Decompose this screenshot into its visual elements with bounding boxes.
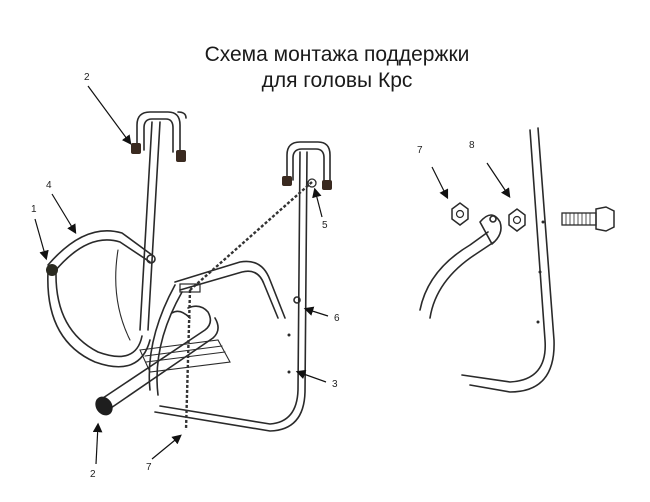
chain — [179, 178, 317, 431]
callout-7-detail: 7 — [417, 145, 423, 156]
head-support-assembly — [46, 111, 332, 432]
flat-end-bracket — [479, 214, 502, 245]
washer — [508, 208, 526, 232]
right-upright — [154, 141, 332, 432]
rubber-cap — [322, 180, 332, 190]
callouts: 2 4 1 5 6 3 2 7 — [31, 72, 340, 480]
bolt — [561, 206, 615, 232]
diagonal-handle — [95, 305, 219, 416]
bolt-hole — [293, 296, 301, 304]
callout-7-bottom: 7 — [146, 462, 152, 473]
head-cradle-loop — [46, 229, 156, 368]
nut — [451, 202, 469, 226]
callout-4: 4 — [46, 180, 52, 191]
rubber-cap — [131, 143, 141, 154]
rubber-cap — [176, 150, 186, 162]
bolt-detail-view: 7 8 — [417, 127, 615, 393]
diagram-title-line2: для головы Крс — [261, 69, 413, 92]
cap-end — [46, 264, 58, 276]
diagram-title-line1: Схема монтажа поддержки — [204, 43, 470, 66]
callout-5: 5 — [322, 220, 328, 231]
callout-1: 1 — [31, 204, 37, 215]
rubber-cap — [282, 176, 292, 186]
callout-2-bottom: 2 — [90, 469, 96, 480]
cap-end — [95, 396, 113, 416]
callout-8-detail: 8 — [469, 140, 475, 151]
callout-2-top: 2 — [84, 72, 90, 83]
top-hook-left — [131, 111, 187, 162]
callout-6: 6 — [334, 313, 340, 324]
callout-3: 3 — [332, 379, 338, 390]
